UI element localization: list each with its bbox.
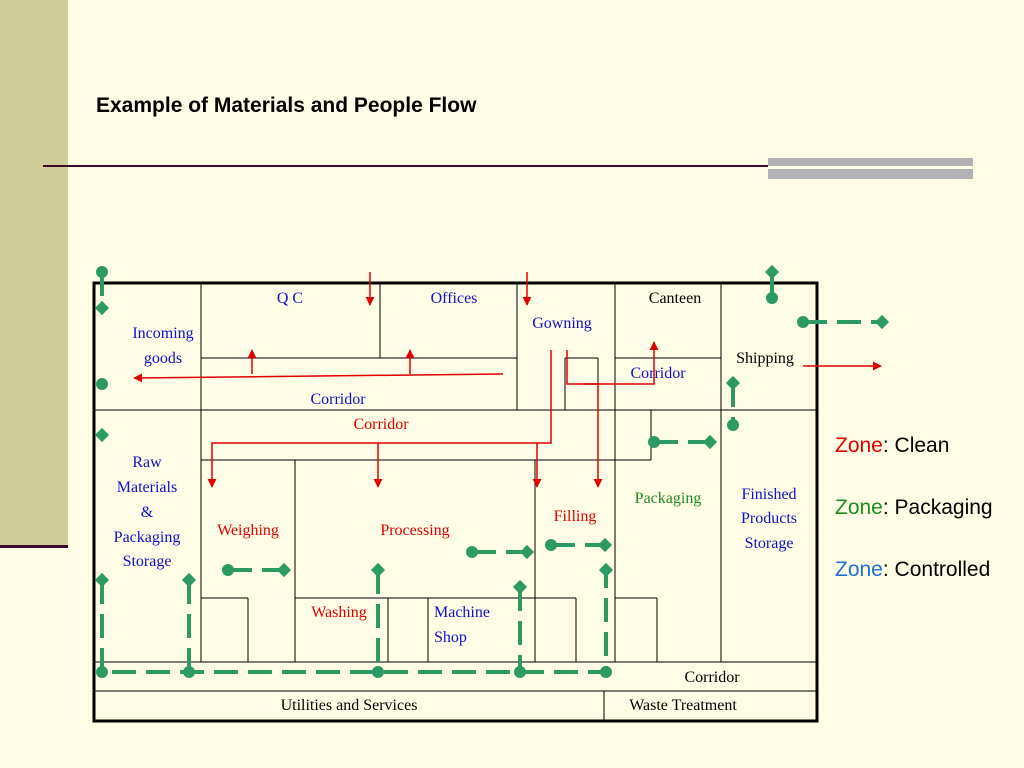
label-filling: Filling: [554, 508, 597, 525]
label-raw-4: Packaging: [114, 529, 181, 546]
slide-title: Example of Materials and People Flow: [96, 94, 477, 117]
people-path-main: [100, 570, 608, 674]
label-packaging: Packaging: [635, 490, 702, 507]
label-corridor-right: Corridor: [630, 365, 686, 382]
legend-zone-word: Zone: [835, 434, 883, 457]
label-raw-5: Storage: [123, 553, 172, 570]
materials-flow-arrows: [133, 272, 882, 488]
flow-arrow-to-weighing: [207, 350, 552, 488]
left-sidebar-bar: [0, 0, 68, 545]
label-raw-2: Materials: [117, 479, 177, 496]
flow-arrow-to-filling-2: [584, 383, 603, 488]
label-gowning: Gowning: [532, 315, 592, 332]
label-corridor-bottom: Corridor: [684, 669, 740, 686]
legend-zone-packaging: Zone: Packaging: [835, 496, 993, 519]
label-raw-1: Raw: [132, 454, 162, 471]
label-finished-2: Products: [741, 510, 797, 527]
label-finished-1: Finished: [741, 486, 796, 503]
flow-arrow-to-incoming: [133, 373, 504, 383]
people-flow-paths: [100, 272, 882, 674]
people-flow-markers: [94, 264, 890, 678]
label-qc: Q C: [277, 290, 303, 307]
label-finished-3: Storage: [745, 535, 794, 552]
label-offices: Offices: [431, 290, 478, 307]
label-machine-1: Machine: [434, 604, 490, 621]
floor-plan-walls: [92, 281, 819, 723]
label-washing: Washing: [311, 604, 367, 621]
label-corridor-clean: Corridor: [353, 416, 409, 433]
label-raw-3: &: [141, 504, 154, 521]
label-incoming-2: goods: [144, 350, 182, 367]
label-canteen: Canteen: [649, 290, 701, 307]
label-shipping: Shipping: [736, 350, 794, 367]
inner-walls: [94, 283, 817, 721]
label-waste-treatment: Waste Treatment: [629, 697, 737, 714]
left-sidebar-underline: [0, 545, 68, 548]
label-corridor-top: Corridor: [310, 391, 366, 408]
label-machine-2: Shop: [434, 629, 467, 646]
legend-zone-name: Controlled: [894, 558, 991, 581]
outer-wall: [92, 281, 819, 723]
legend-zone-name: Clean: [894, 434, 950, 457]
legend-zone-controlled: Zone: Controlled: [835, 558, 991, 581]
flow-arrow-to-corridor-right: [566, 341, 659, 385]
label-weighing: Weighing: [217, 522, 279, 539]
title-divider: [43, 165, 973, 167]
legend-zone-clean: Zone: Clean: [835, 434, 950, 457]
title-accent-block: [768, 158, 973, 179]
legend-zone-word: Zone: [835, 558, 883, 581]
legend-zone-name: Packaging: [894, 496, 993, 519]
label-processing: Processing: [380, 522, 449, 539]
label-incoming-1: Incoming: [132, 325, 193, 342]
label-utilities: Utilities and Services: [281, 697, 418, 714]
legend-zone-word: Zone: [835, 496, 883, 519]
room-labels: Q C Offices Canteen Incoming goods Gowni…: [114, 290, 797, 714]
